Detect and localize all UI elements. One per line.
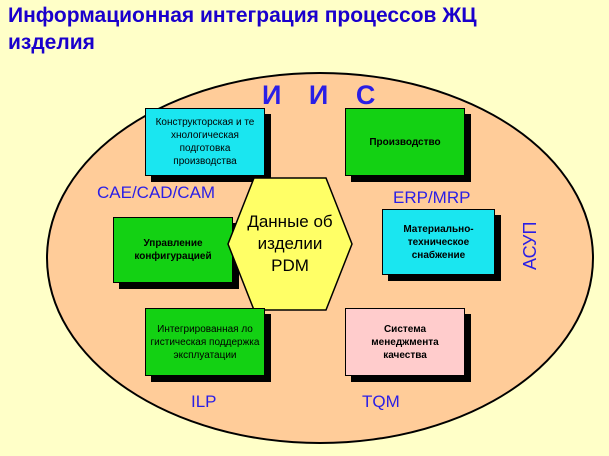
hexagon-shape [227, 177, 353, 311]
label-cae-cad-cam: CAE/CAD/CAM [97, 183, 216, 202]
label-tqm: TQM [362, 392, 400, 411]
label-erp-mrp: ERP/MRP [393, 188, 471, 207]
block-configuration-management: Управление конфигурацией [113, 217, 233, 283]
pdm-hub: Данные об изделии PDM [226, 176, 354, 312]
block-quality-management: Система менеджмента качества [345, 308, 465, 376]
block-integrated-logistics-support: Интегрированная ло гистическая поддержка… [145, 308, 265, 376]
block-design-preparation: Конструкторская и те хнологическая подго… [145, 108, 265, 176]
slide-title: Информационная интеграция процессов ЖЦ и… [8, 4, 477, 54]
block-production: Производство [345, 108, 465, 176]
label-ilp: ILP [191, 392, 217, 411]
pdm-hub-text: Данные об изделии PDM [247, 212, 333, 275]
block-material-supply: Материально-техническое снабжение [382, 209, 495, 275]
iis-label: И И С [262, 80, 386, 110]
label-asup: АСУП [520, 221, 540, 270]
